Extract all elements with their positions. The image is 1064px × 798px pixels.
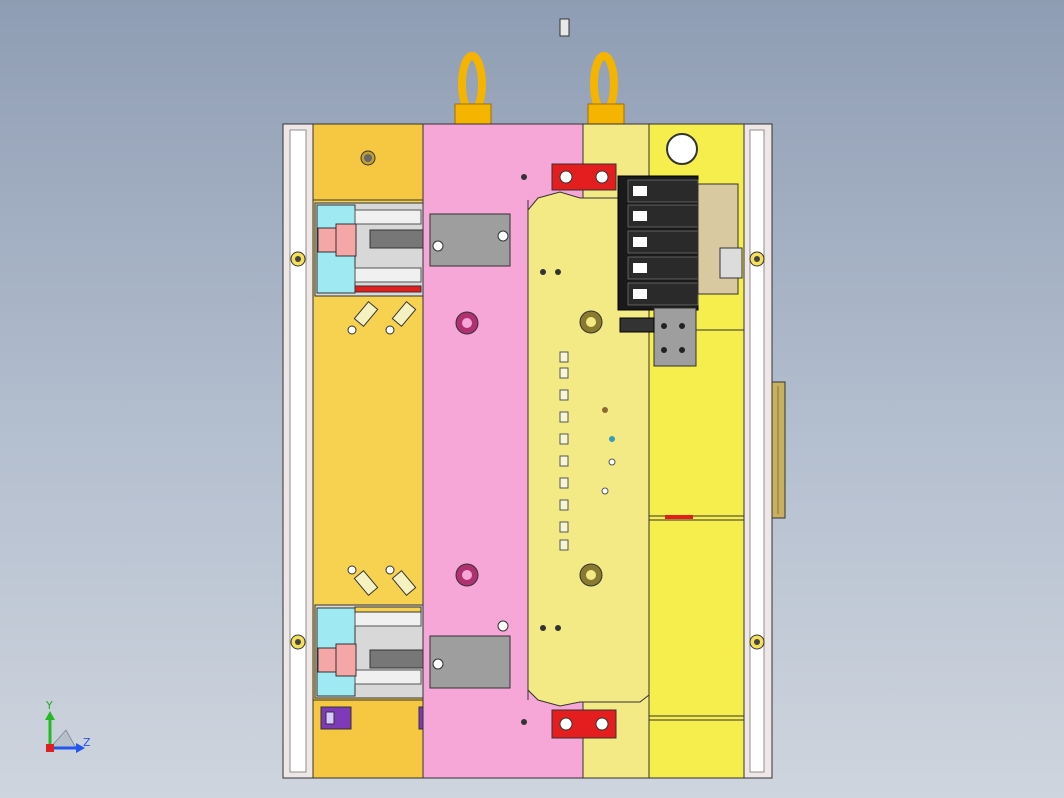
- eye-bolt-right: [587, 52, 625, 125]
- red-clamp-top: [551, 163, 617, 191]
- top-pin: [559, 18, 570, 37]
- z-axis-label: Z: [83, 736, 91, 749]
- valve-stack: [617, 175, 743, 367]
- vent-slots: [559, 351, 569, 551]
- upper-fittings: [347, 301, 417, 335]
- right-rail: [743, 123, 773, 779]
- locating-ring: [771, 381, 786, 519]
- left-rail: [282, 123, 314, 779]
- red-clamp-bottom: [551, 709, 617, 739]
- y-axis-arrow: [45, 711, 55, 720]
- upper-cylinder: [314, 202, 424, 297]
- lower-fittings: [347, 565, 417, 596]
- z-axis-arrow: [76, 743, 85, 753]
- right-pale-plate: [527, 123, 650, 779]
- eye-bolt-left: [454, 52, 492, 125]
- lower-cylinder: [314, 604, 424, 699]
- y-axis-label: Y: [45, 699, 53, 712]
- axis-triad: Y Z: [45, 699, 91, 753]
- bracket-left: [320, 706, 352, 730]
